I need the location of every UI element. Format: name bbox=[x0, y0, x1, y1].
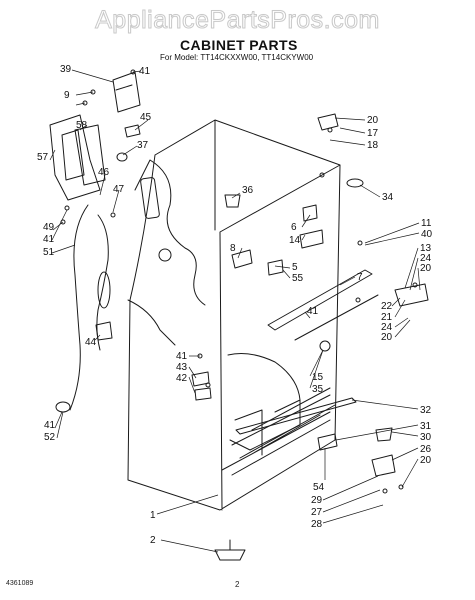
page-title: CABINET PARTS bbox=[180, 37, 298, 53]
left-window bbox=[140, 177, 160, 219]
callout: 47 bbox=[113, 184, 125, 195]
top-hinge bbox=[317, 113, 339, 131]
screws bbox=[60, 69, 418, 494]
callout: 24 bbox=[381, 322, 393, 333]
callout: 18 bbox=[367, 140, 379, 151]
callout: 44 bbox=[85, 337, 97, 348]
callout: 45 bbox=[140, 112, 152, 123]
cabinet-outline bbox=[127, 119, 341, 511]
callout-numbers: 39 41 9 45 58 57 37 46 47 49 41 51 44 41… bbox=[37, 64, 433, 546]
callout: 41 bbox=[176, 351, 188, 362]
callout: 32 bbox=[420, 405, 432, 416]
lower-compartment bbox=[227, 353, 331, 476]
harness-coil bbox=[97, 271, 111, 309]
callout: 6 bbox=[291, 222, 297, 233]
callout: 15 bbox=[312, 372, 324, 383]
light-housing bbox=[49, 114, 101, 201]
callout: 20 bbox=[420, 455, 432, 466]
callout: 51 bbox=[43, 247, 55, 258]
callout: 35 bbox=[312, 384, 324, 395]
callout: 14 bbox=[289, 235, 301, 246]
bottom-hinge bbox=[371, 454, 396, 477]
callout: 20 bbox=[367, 115, 379, 126]
callout: 20 bbox=[381, 332, 393, 343]
callout: 36 bbox=[242, 185, 254, 196]
callout: 43 bbox=[176, 362, 188, 373]
callout: 22 bbox=[381, 301, 393, 312]
callout: 58 bbox=[76, 120, 88, 131]
callout: 11 bbox=[421, 218, 432, 229]
callout: 20 bbox=[420, 263, 432, 274]
callout: 31 bbox=[420, 421, 432, 432]
watermark: AppliancePartsPros.com bbox=[95, 6, 380, 35]
callout: 46 bbox=[98, 167, 110, 178]
bottom-rails bbox=[221, 387, 336, 471]
callout: 1 bbox=[150, 510, 156, 521]
callout: 41 bbox=[139, 66, 151, 77]
shelf-rail bbox=[267, 269, 373, 331]
callout: 7 bbox=[357, 272, 363, 283]
control-housing bbox=[112, 71, 141, 113]
callout: 29 bbox=[311, 495, 323, 506]
light-shield bbox=[74, 124, 106, 186]
page-number: 2 bbox=[235, 580, 240, 589]
document-number: 4361089 bbox=[6, 580, 34, 587]
leader-lines bbox=[49, 69, 421, 553]
callout: 52 bbox=[44, 432, 56, 443]
callout: 55 bbox=[292, 273, 304, 284]
callout: 37 bbox=[137, 140, 149, 151]
callout: 2 bbox=[150, 535, 156, 546]
shelf-rail-lower bbox=[294, 294, 379, 341]
callout: 24 bbox=[420, 253, 432, 264]
model-line: For Model: TT14CKXXW00, TT14CKYW00 bbox=[160, 53, 314, 62]
connector-44 bbox=[95, 321, 113, 341]
callout: 26 bbox=[420, 444, 432, 455]
callout: 5 bbox=[292, 262, 298, 273]
callout: 27 bbox=[311, 507, 323, 518]
callout: 41 bbox=[307, 306, 319, 317]
left-opening bbox=[158, 248, 172, 262]
callout: 54 bbox=[313, 482, 325, 493]
callout: 42 bbox=[176, 373, 188, 384]
callout: 9 bbox=[64, 90, 70, 101]
callout: 57 bbox=[37, 152, 49, 163]
callout: 41 bbox=[44, 420, 56, 431]
callout: 39 bbox=[60, 64, 72, 75]
callout: 41 bbox=[43, 234, 55, 245]
callout: 28 bbox=[311, 519, 323, 530]
callout: 8 bbox=[230, 243, 236, 254]
small-parts bbox=[55, 124, 393, 451]
hinge-bracket bbox=[394, 283, 429, 307]
leveling-foot bbox=[214, 539, 246, 561]
callout: 13 bbox=[420, 243, 432, 254]
callout: 34 bbox=[382, 192, 394, 203]
callout: 30 bbox=[420, 432, 432, 443]
cabinet-cutaway bbox=[127, 159, 206, 346]
bottom-crossbar bbox=[235, 397, 357, 435]
callout: 21 bbox=[381, 312, 393, 323]
callout: 17 bbox=[367, 128, 379, 139]
callout: 40 bbox=[421, 229, 433, 240]
callout: 49 bbox=[43, 222, 55, 233]
